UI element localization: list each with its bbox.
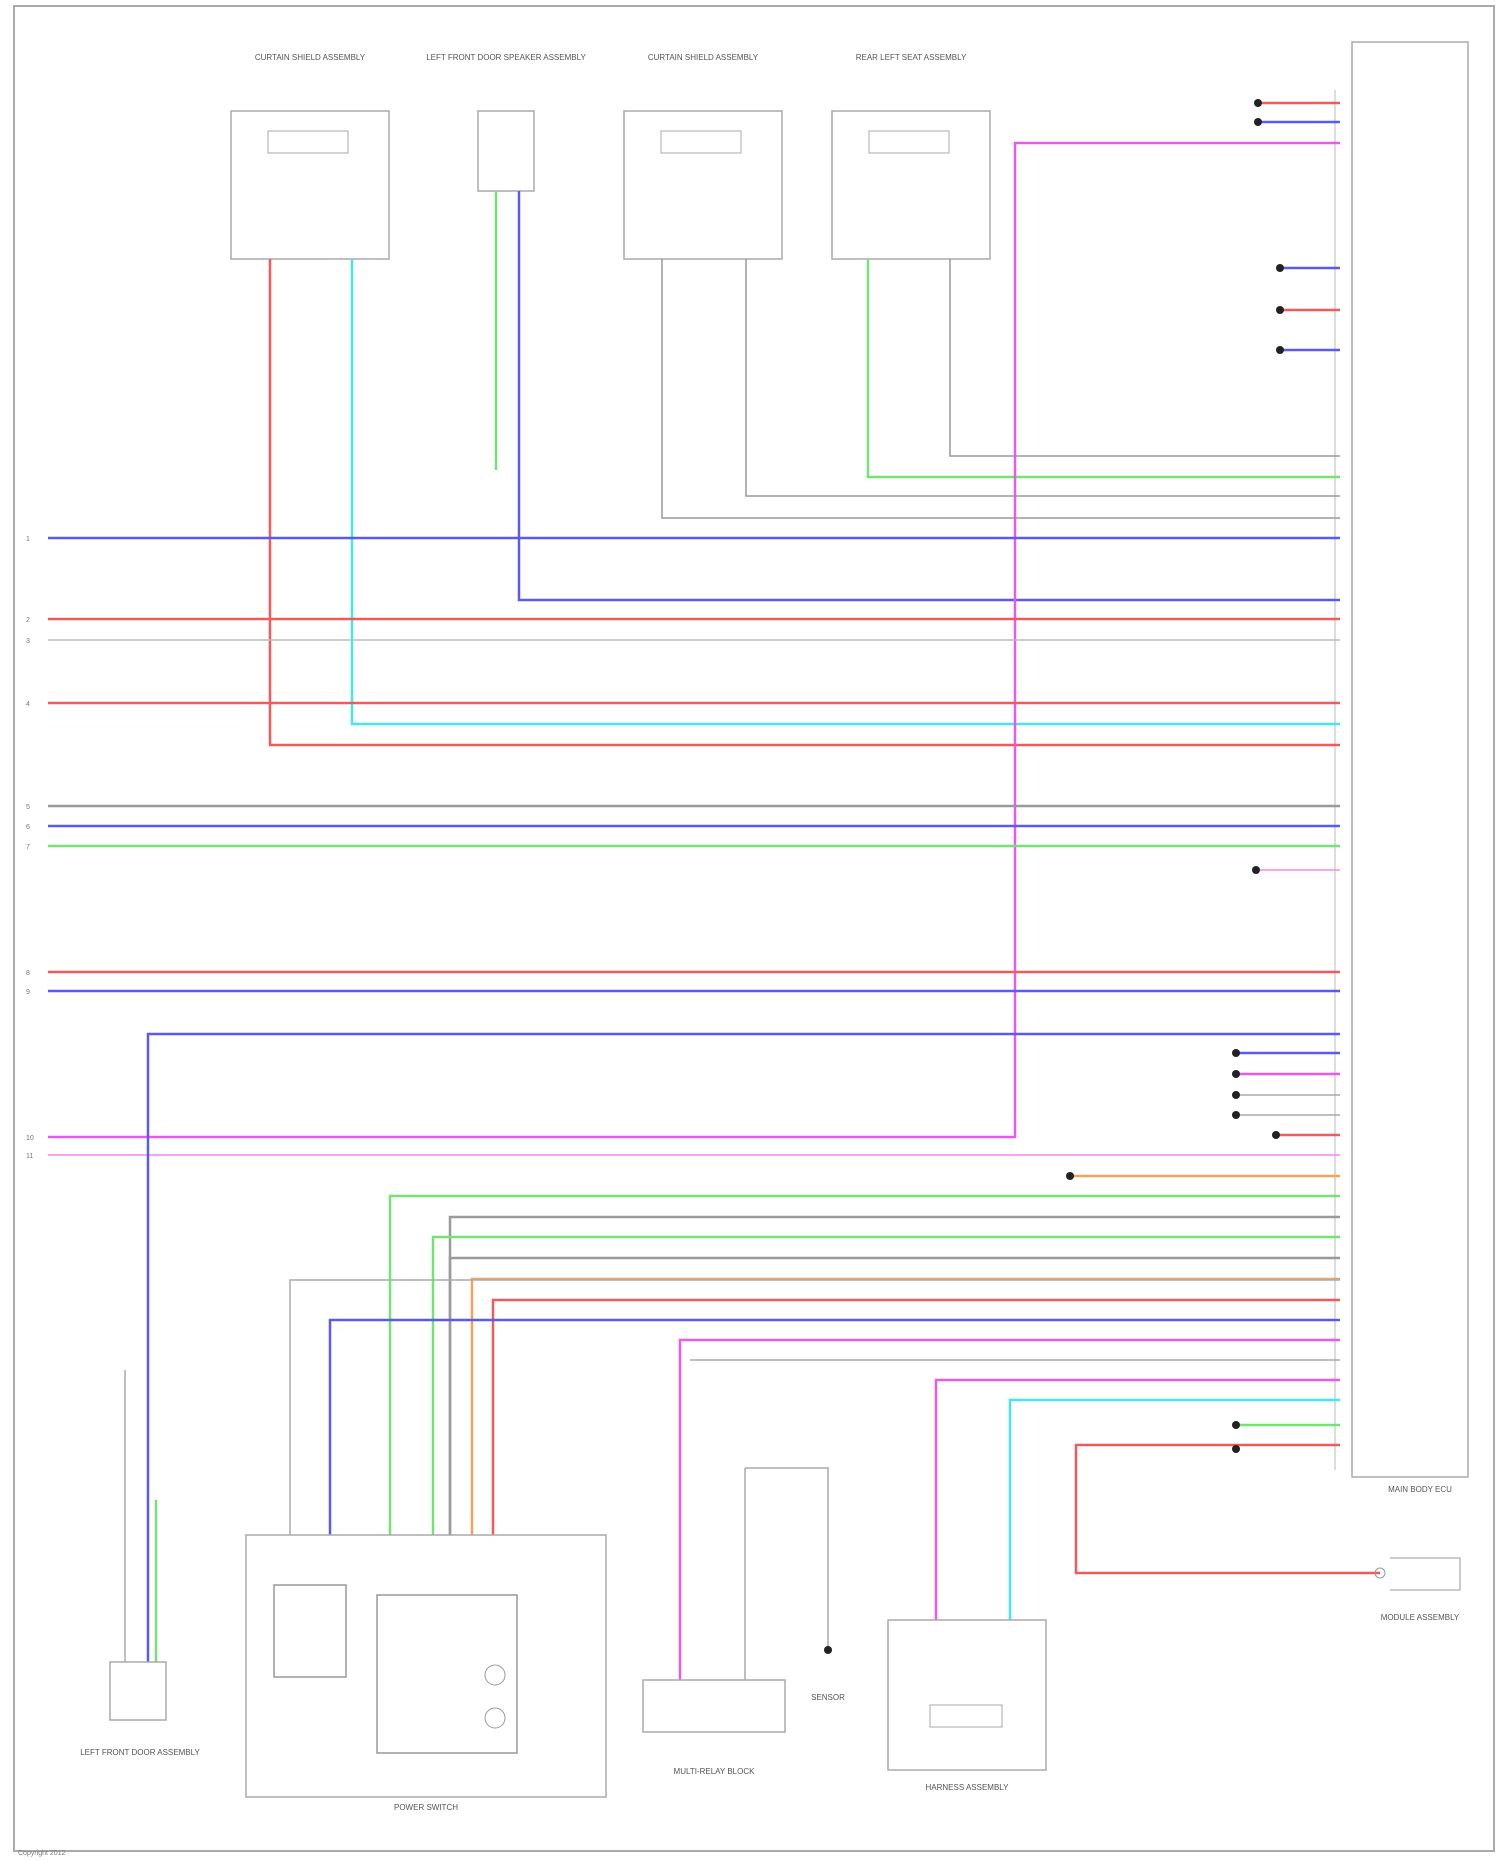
power-switch: POWER SWITCH (246, 1535, 606, 1812)
terminal-dots-top (1254, 99, 1284, 354)
power-switch-wires (290, 1196, 1340, 1535)
svg-text:1: 1 (26, 536, 30, 543)
top-component-3: CURTAIN SHIELD ASSEMBLY (624, 53, 782, 259)
svg-text:3: 3 (26, 638, 30, 645)
svg-text:4: 4 (26, 701, 30, 708)
svg-text:11: 11 (26, 1153, 33, 1160)
svg-text:6: 6 (26, 824, 30, 831)
relay-block: MULTI-RELAY BLOCK (643, 1680, 785, 1776)
svg-text:5: 5 (26, 804, 30, 811)
left-door-label: LEFT FRONT DOOR ASSEMBLY (80, 1748, 200, 1757)
sensor-terminal: SENSOR (811, 1646, 845, 1702)
wire-red-1 (270, 259, 1340, 745)
wire-gray-3b (746, 259, 1340, 496)
mid-signal-wires (1070, 870, 1340, 1176)
wire-group-3 (662, 259, 1340, 518)
top-component-4: REAR LEFT SEAT ASSEMBLY (832, 53, 990, 259)
harness-assembly: HARNESS ASSEMBLY (888, 1620, 1046, 1792)
wire-gray-3a (662, 259, 1340, 518)
wire-gray-4 (950, 259, 1340, 456)
main-ecu-label: MAIN BODY ECU (1388, 1485, 1452, 1494)
wire-group-4 (868, 259, 1340, 477)
harness-wires (936, 1380, 1340, 1620)
left-terminal-letters: 1 2 3 4 5 6 7 8 9 10 11 (26, 536, 34, 1160)
svg-text:9: 9 (26, 989, 30, 996)
harness-label: HARNESS ASSEMBLY (926, 1783, 1010, 1792)
svg-text:8: 8 (26, 970, 30, 977)
main-ecu-connector: MAIN BODY ECU (1335, 42, 1468, 1494)
footer-copyright: Copyright 2012 (18, 1850, 66, 1857)
top-component-1-label: CURTAIN SHIELD ASSEMBLY (255, 53, 366, 62)
top-component-2: LEFT FRONT DOOR SPEAKER ASSEMBLY (426, 53, 586, 191)
svg-text:10: 10 (26, 1135, 34, 1142)
wire-green-4 (868, 259, 1340, 477)
top-ecu-wires (1258, 103, 1340, 350)
top-component-2-label: LEFT FRONT DOOR SPEAKER ASSEMBLY (426, 53, 586, 62)
right-module-label: MODULE ASSEMBLY (1381, 1613, 1460, 1622)
power-switch-label: POWER SWITCH (394, 1803, 458, 1812)
right-module: MODULE ASSEMBLY (1375, 1558, 1460, 1622)
relay-block-label: MULTI-RELAY BLOCK (674, 1767, 756, 1776)
terminal-dots-bottom (1232, 1421, 1240, 1453)
wire-blue-left-door (148, 1034, 1340, 1662)
top-component-1: CURTAIN SHIELD ASSEMBLY (231, 53, 389, 259)
svg-text:7: 7 (26, 844, 30, 851)
top-component-4-label: REAR LEFT SEAT ASSEMBLY (856, 53, 967, 62)
bus-wires (48, 538, 1340, 1155)
top-component-3-label: CURTAIN SHIELD ASSEMBLY (648, 53, 759, 62)
right-module-wires (1076, 1445, 1380, 1573)
left-door-assembly: LEFT FRONT DOOR ASSEMBLY (80, 1034, 1340, 1757)
wire-cyan-1 (352, 259, 1340, 724)
svg-text:2: 2 (26, 617, 30, 624)
wire-group-1 (270, 259, 1340, 745)
terminal-dots-mid (1066, 866, 1280, 1180)
sensor-label: SENSOR (811, 1693, 845, 1702)
